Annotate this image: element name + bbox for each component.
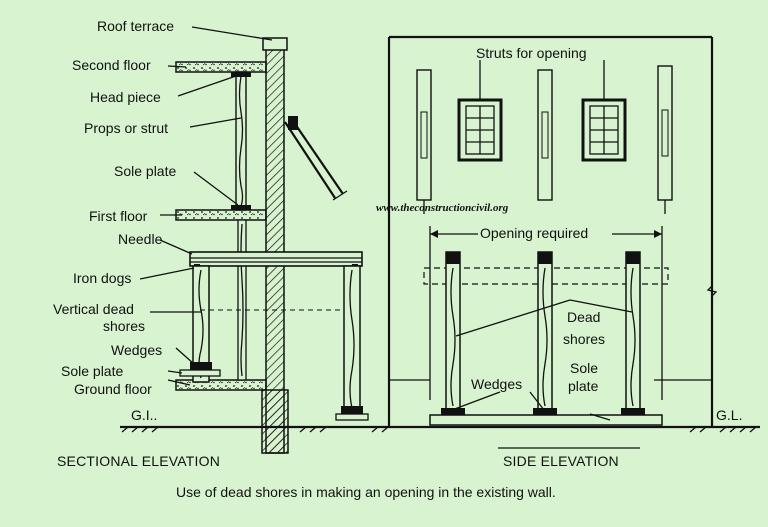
- head-piece: [231, 72, 251, 77]
- title-side-elevation: SIDE ELEVATION: [503, 453, 619, 469]
- upper-prop: [235, 71, 247, 211]
- wall-cap: [262, 37, 288, 51]
- dead-shore-right: [343, 265, 361, 413]
- diagram-caption: Use of dead shores in making an opening …: [176, 484, 556, 500]
- dead-shore-left: [192, 265, 210, 383]
- label-sole-plate-upper: Sole plate: [114, 163, 176, 179]
- strut-2: [537, 69, 553, 201]
- label-sole-plate-lower: Sole plate: [61, 363, 123, 379]
- side-wedge-3: [621, 408, 645, 415]
- label-opening-required: Opening required: [480, 225, 588, 241]
- label-side-sole-1: Sole: [570, 360, 598, 376]
- label-vertical-dead-shores-2: shores: [103, 318, 145, 334]
- sole-plate-left: [179, 369, 221, 377]
- label-vertical-dead-shores-1: Vertical dead: [53, 301, 134, 317]
- label-iron-dogs: Iron dogs: [73, 270, 131, 286]
- sectional-elevation: Roof terrace Second floor Head piece Pro…: [53, 18, 395, 469]
- dead-shore-3: [625, 251, 641, 413]
- title-sectional-elevation: SECTIONAL ELEVATION: [57, 453, 220, 469]
- label-head-piece: Head piece: [90, 89, 161, 105]
- ground-floor-slab: [175, 379, 267, 391]
- side-wedge-1: [441, 408, 465, 415]
- label-roof-terrace: Roof terrace: [97, 18, 174, 34]
- label-gl-left: G.I..: [131, 407, 157, 423]
- label-needle: Needle: [118, 231, 163, 247]
- label-side-sole-2: plate: [568, 378, 599, 394]
- sole-plate-right: [335, 413, 369, 421]
- label-first-floor: First floor: [89, 208, 148, 224]
- side-sole-plate: [429, 414, 663, 426]
- label-dead-shores-2: shores: [563, 331, 605, 347]
- label-side-wedges: Wedges: [471, 376, 522, 392]
- side-wedge-2: [533, 408, 557, 415]
- side-elevation: Struts for opening Opening required Dead…: [387, 35, 760, 469]
- raking-shore: [284, 121, 336, 199]
- first-floor-slab: [175, 209, 267, 221]
- lower-prop: [237, 219, 247, 381]
- label-wedges: Wedges: [111, 342, 162, 358]
- watermark-text: www.theconstructioncivil.org: [376, 202, 509, 214]
- wedges-left: [190, 362, 212, 370]
- upper-sole-plate: [231, 205, 251, 210]
- dead-shore-2: [537, 251, 553, 413]
- second-floor-slab: [175, 61, 267, 73]
- label-ground-floor: Ground floor: [74, 381, 152, 397]
- window-left: [457, 98, 503, 162]
- needle-beam: [189, 251, 363, 267]
- label-gl-right: G.L.: [716, 407, 742, 423]
- strut-3: [657, 65, 673, 201]
- strut-1: [416, 69, 432, 201]
- label-dead-shores-1: Dead: [567, 309, 600, 325]
- label-second-floor: Second floor: [72, 57, 151, 73]
- wedges-right: [341, 406, 363, 414]
- label-struts-for-opening: Struts for opening: [476, 45, 587, 61]
- label-props-or-strut: Props or strut: [84, 120, 168, 136]
- window-right: [581, 98, 627, 162]
- dead-shore-1: [445, 251, 461, 413]
